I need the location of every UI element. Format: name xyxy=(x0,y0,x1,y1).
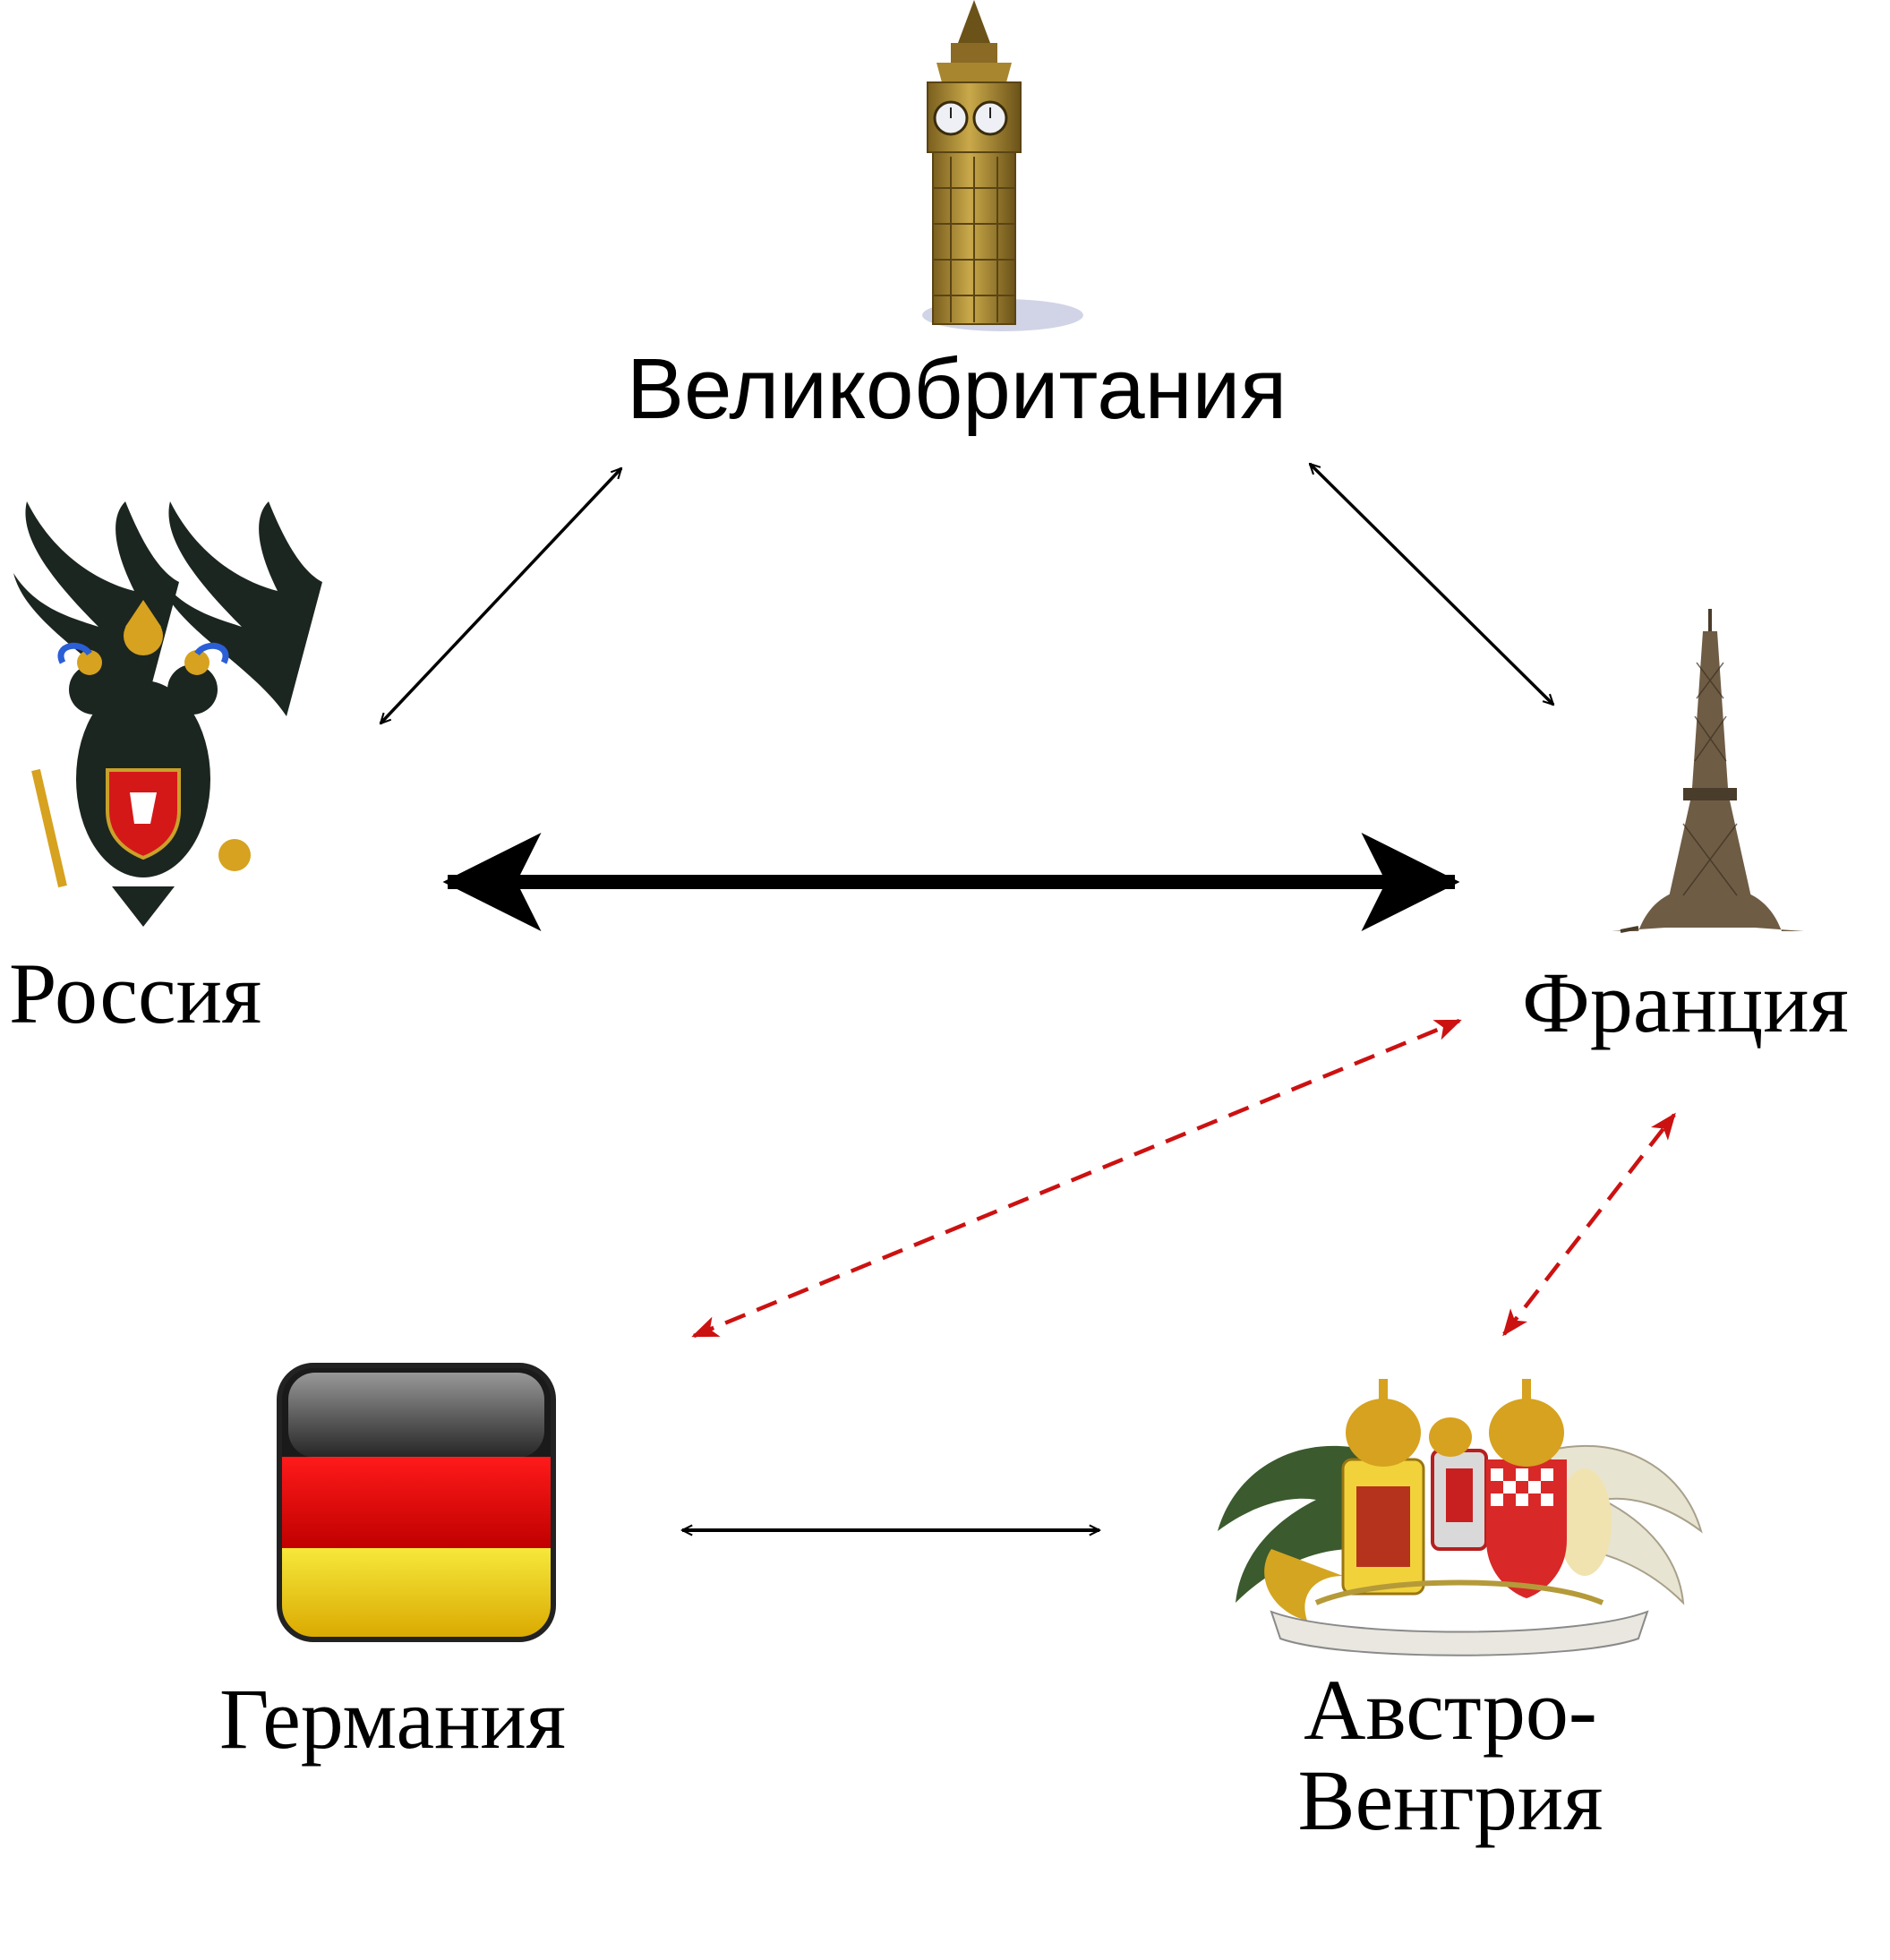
country-label-austria-line2: Венгрия xyxy=(1297,1751,1604,1848)
country-label-uk: Великобритания xyxy=(627,341,1287,437)
country-label-austria-hungary: Австро- Венгрия xyxy=(1271,1665,1629,1846)
link-germany-france xyxy=(691,1018,1462,1339)
country-label-austria-line1: Австро- xyxy=(1304,1662,1597,1758)
german-flag-icon xyxy=(277,1363,556,1642)
link-uk-france xyxy=(1310,464,1553,705)
country-label-germany: Германия xyxy=(219,1671,566,1767)
double-headed-eagle-coat-of-arms-icon xyxy=(13,501,322,927)
eiffel-tower-icon xyxy=(1612,609,1809,933)
link-russia-uk xyxy=(381,468,621,723)
big-ben-icon xyxy=(922,0,1083,331)
austro-hungarian-coat-of-arms-icon xyxy=(1218,1379,1703,1656)
country-label-france: Франция xyxy=(1522,954,1849,1050)
country-label-russia: Россия xyxy=(9,946,262,1041)
link-austria-france xyxy=(1502,1112,1676,1337)
relationship-links xyxy=(381,464,1676,1530)
